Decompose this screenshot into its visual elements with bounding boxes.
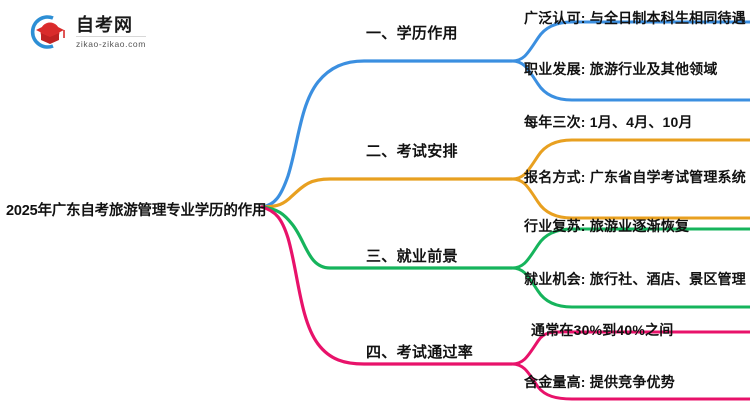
site-logo: 自考网 zikao-zikao.com [28,12,146,52]
leaf-label-3-2: 就业机会: 旅行社、酒店、景区管理 [524,271,746,287]
branch-connector-1 [260,20,750,209]
graduation-cap-icon [28,12,68,52]
branch-label-3: 三、就业前景 [366,248,458,265]
branch-connector-2 [260,138,750,220]
leaf-label-1-2: 职业发展: 旅游行业及其他领域 [524,61,718,77]
branch-label-4: 四、考试通过率 [366,344,474,361]
mindmap-root-label: 2025年广东自考旅游管理专业学历的作用 [6,203,267,219]
branch-label-2: 二、考试安排 [366,143,458,160]
branch-label-1: 一、学历作用 [366,25,458,42]
branch-connector-4 [260,205,750,401]
logo-text: 自考网 zikao-zikao.com [76,16,146,49]
leaf-label-3-1: 行业复苏: 旅游业逐渐恢复 [524,218,690,234]
branch-connector-3 [260,205,750,309]
leaf-label-4-1: 通常在30%到40%之间 [531,322,674,338]
leaf-label-4-2: 含金量高: 提供竞争优势 [524,374,675,390]
leaf-label-2-1: 每年三次: 1月、4月、10月 [524,114,693,130]
logo-title: 自考网 [76,16,146,37]
leaf-label-2-2: 报名方式: 广东省自学考试管理系统 [524,169,746,185]
logo-domain: zikao-zikao.com [76,38,146,49]
leaf-label-1-1: 广泛认可: 与全日制本科生相同待遇 [524,10,746,26]
